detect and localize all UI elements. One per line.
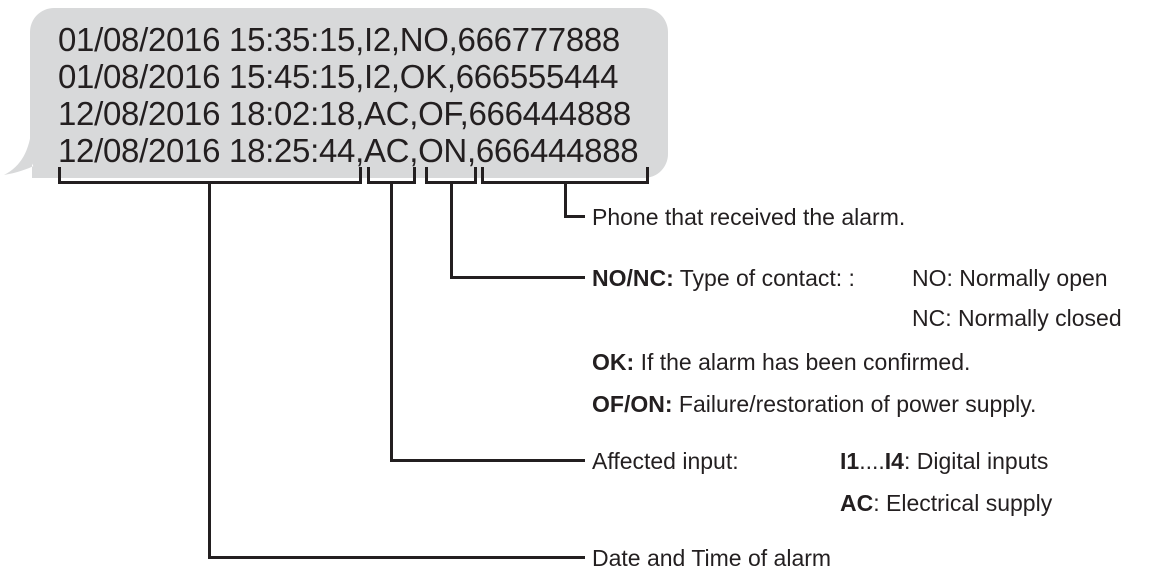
input-i4-label: I4 bbox=[884, 448, 904, 474]
input-i14-desc: : Digital inputs bbox=[903, 448, 1049, 474]
annotation-contact-nc: NC: Normally closed bbox=[912, 305, 1122, 331]
ofon-desc: Failure/restoration of power supply. bbox=[678, 391, 1037, 417]
annotation-electrical-supply: AC: Electrical supply bbox=[840, 489, 1052, 517]
brace-contact-field bbox=[425, 167, 477, 184]
contact-desc: Type of contact: : bbox=[679, 265, 855, 291]
brace-phone-field bbox=[481, 167, 649, 184]
connector-phone bbox=[564, 184, 585, 218]
annotation-date-time: Date and Time of alarm bbox=[592, 545, 832, 571]
input-ac-label: AC bbox=[840, 490, 874, 516]
input-i1-label: I1 bbox=[840, 448, 860, 474]
connector-date-time bbox=[208, 184, 585, 559]
sms-line-2: 01/08/2016 15:45:15,I2,OK,666555444 bbox=[58, 58, 619, 95]
annotation-phone: Phone that received the alarm. bbox=[592, 204, 906, 230]
input-ac-desc: : Electrical supply bbox=[873, 490, 1053, 516]
ok-desc: If the alarm has been confirmed. bbox=[640, 349, 971, 375]
sms-line-1: 01/08/2016 15:35:15,I2,NO,666777888 bbox=[58, 21, 620, 58]
connector-input bbox=[390, 184, 585, 462]
annotation-digital-inputs: I1....I4: Digital inputs bbox=[840, 447, 1048, 475]
sms-speech-bubble bbox=[30, 8, 668, 178]
annotation-contact: NO/NC: Type of contact: : bbox=[592, 264, 855, 292]
brace-input-field bbox=[367, 167, 416, 184]
brace-date-time-field bbox=[58, 167, 362, 184]
annotation-contact-no: NO: Normally open bbox=[912, 265, 1108, 291]
sms-message-lines: 01/08/2016 15:35:15,I2,NO,666777888 01/0… bbox=[58, 21, 639, 169]
annotation-ofon: OF/ON: Failure/restoration of power supp… bbox=[592, 390, 1036, 418]
annotation-ok: OK: If the alarm has been confirmed. bbox=[592, 348, 970, 376]
ok-label: OK: bbox=[592, 349, 635, 375]
input-dots: .... bbox=[859, 448, 885, 474]
sms-line-4: 12/08/2016 18:25:44,AC,ON,666444888 bbox=[58, 132, 639, 169]
contact-label: NO/NC: bbox=[592, 265, 674, 291]
ofon-label: OF/ON: bbox=[592, 391, 673, 417]
connector-contact bbox=[450, 184, 585, 279]
sms-line-3: 12/08/2016 18:02:18,AC,OF,666444888 bbox=[58, 95, 631, 132]
annotation-input-label: Affected input: bbox=[592, 448, 739, 474]
